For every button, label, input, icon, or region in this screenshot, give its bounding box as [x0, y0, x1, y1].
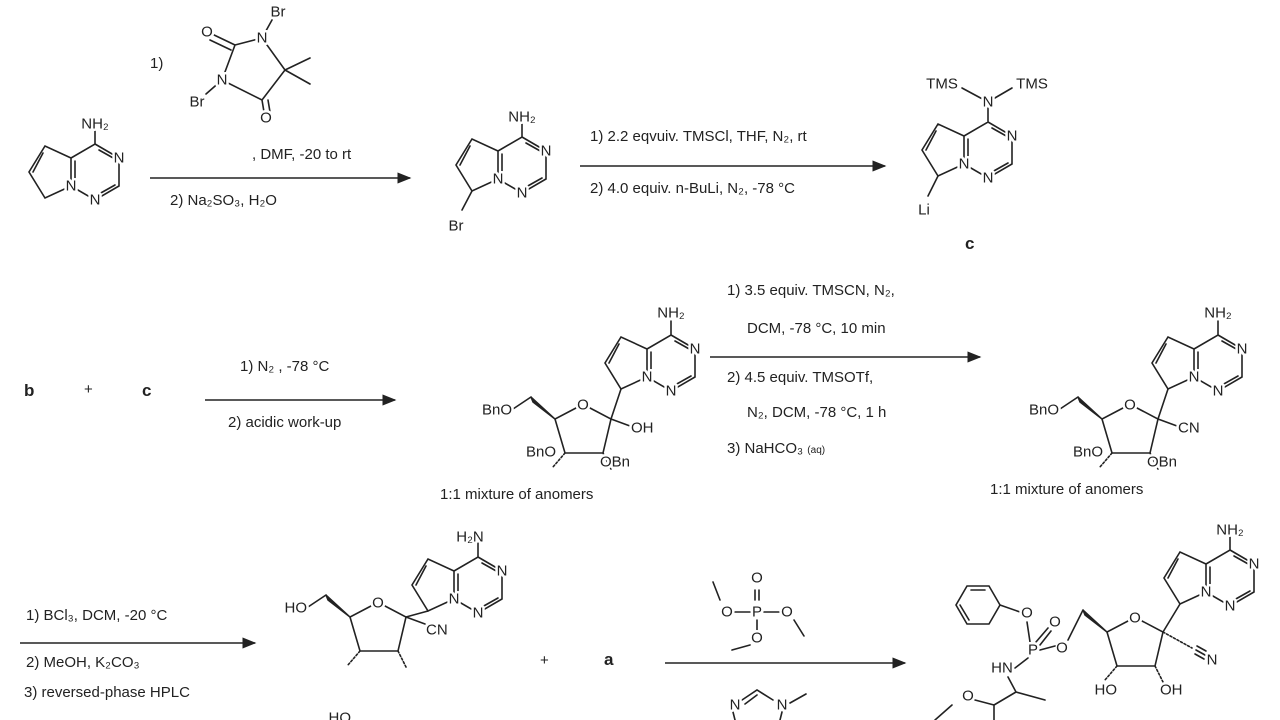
atom-o: O [260, 110, 272, 127]
atom-br: Br [190, 94, 205, 111]
atom-ho: HO [1095, 682, 1118, 699]
atom-bno: BnO [1029, 402, 1059, 419]
anomer-note-1: 1:1 mixture of anomers [440, 486, 594, 503]
atom-nh2: NH₂ [1216, 522, 1244, 539]
step1-number: 1) [150, 55, 164, 72]
atom-tms: TMS [926, 76, 958, 93]
atom-cn: CN [426, 622, 448, 639]
plus-sign-2: + [540, 652, 549, 669]
step4-line-3: 2) 4.5 equiv. TMSOTf, [727, 369, 874, 386]
atom-o: O [962, 688, 974, 705]
step5-line-3: 3) reversed-phase HPLC [24, 684, 190, 701]
compound-bromo-pyrrolotriazine: NH₂ Br [446, 106, 552, 237]
atom-bno: BnO [482, 402, 512, 419]
compound-lactol: NH₂ BnO BnO OBn OH [479, 302, 700, 473]
atom-o: O [721, 604, 733, 621]
step4-line-5: 3) NaHCO₃ (aq) [727, 440, 825, 457]
step1-conditions-bottom: 2) Na₂SO₃, H₂O [170, 192, 277, 209]
reagent-n-methylimidazole: N N [727, 689, 807, 720]
atom-hn: HN [991, 660, 1013, 677]
plus-sign: + [84, 381, 93, 398]
atom-oh: OH [1160, 682, 1183, 699]
atom-n: N [257, 30, 268, 47]
atom-tms: TMS [1016, 76, 1048, 93]
atom-o: O [751, 570, 763, 587]
step5-line-1: 1) BCl₃, DCM, -20 °C [26, 607, 168, 624]
compound-pyrrolotriazine-amine: NH₂ [29, 113, 124, 209]
atom-br: Br [271, 4, 286, 21]
step2-conditions-top: 1) 2.2 eqvuiv. TMSCl, THF, N₂, rt [590, 128, 807, 145]
step4-aq-subscript: (aq) [807, 445, 826, 456]
atom-obn: OBn [1147, 454, 1177, 471]
step4-line-2: DCM, -78 °C, 10 min [747, 320, 886, 337]
atom-o: O [751, 630, 763, 647]
atom-p: P [752, 604, 762, 621]
atom-n: N [983, 94, 994, 111]
step2-conditions-bottom: 2) 4.0 equiv. n-BuLi, N₂, -78 °C [590, 180, 795, 197]
atom-o: O [201, 24, 213, 41]
atom-bno: BnO [1073, 444, 1103, 461]
step4-line-5-text: 3) NaHCO₃ [727, 440, 804, 457]
compound-final-prodrug: NH₂ N HO OH O P O O HN O [934, 519, 1259, 720]
atom-oh: OH [631, 420, 654, 437]
reagent-trimethyl-phosphate: O O P O O [712, 567, 805, 651]
atom-o: O [1049, 614, 1061, 631]
atom-li: Li [918, 202, 930, 219]
step3-conditions-bottom: 2) acidic work-up [228, 414, 342, 431]
step1-conditions-top: , DMF, -20 to rt [252, 146, 352, 163]
atom-nh2: NH₂ [81, 116, 109, 133]
atom-bno: BnO [526, 444, 556, 461]
atom-h2n: H₂N [456, 529, 484, 546]
atom-o: O [1056, 640, 1068, 657]
atom-n: N [217, 72, 228, 89]
atom-cn: CN [1178, 420, 1200, 437]
compound-benzyl-nitrile: NH₂ BnO BnO OBn CN [1026, 302, 1247, 473]
atom-p: P [1028, 642, 1038, 659]
atom-ho: HO [329, 710, 352, 720]
reactant-a-label: a [604, 650, 614, 669]
step5-line-2: 2) MeOH, K₂CO₃ [26, 654, 140, 671]
atom-obn: OBn [600, 454, 630, 471]
compound-c-lithiated: N TMS TMS Li [916, 73, 1051, 221]
atom-nh2: NH₂ [1204, 305, 1232, 322]
compound-nucleoside: H₂N HO HO CN [282, 526, 508, 720]
atom-nh2: NH₂ [657, 305, 685, 322]
atom-ho: HO [285, 600, 308, 617]
atom-o: O [1021, 605, 1033, 622]
step4-line-4: N₂, DCM, -78 °C, 1 h [747, 404, 887, 421]
atom-br: Br [449, 218, 464, 235]
compound-c-label: c [965, 234, 975, 253]
step3-conditions-top: 1) N₂ , -78 °C [240, 358, 330, 375]
atom-n: N [1207, 652, 1218, 669]
anomer-note-2: 1:1 mixture of anomers [990, 481, 1144, 498]
atom-o: O [781, 604, 793, 621]
reagent-dibromodimethylhydantoin: O N Br N Br O [187, 1, 311, 129]
reactant-c-label: c [142, 381, 152, 400]
atom-nh2: NH₂ [508, 109, 536, 126]
atom-n: N [777, 697, 788, 714]
atom-n: N [730, 697, 741, 714]
step4-line-1: 1) 3.5 equiv. TMSCN, N₂, [727, 282, 895, 299]
reactant-b-label: b [24, 381, 35, 400]
